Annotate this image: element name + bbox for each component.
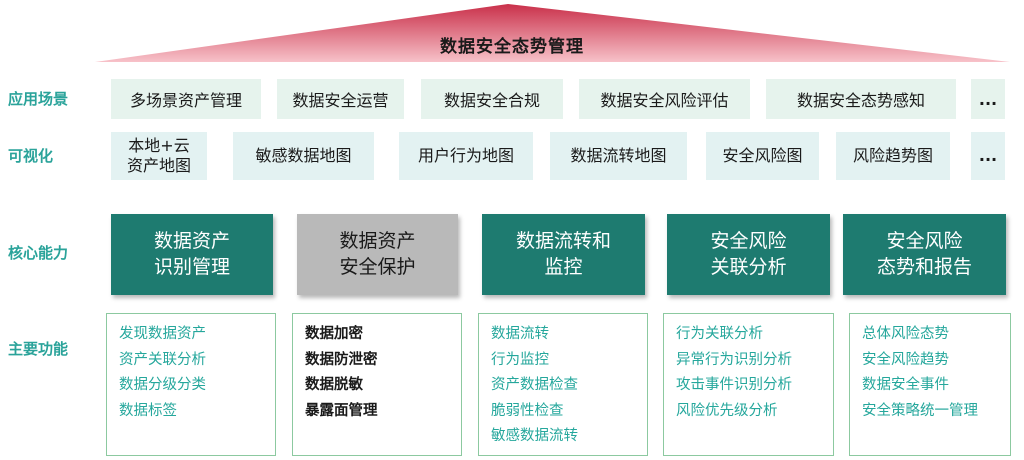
function-item: 资产数据检查 [491, 377, 578, 393]
function-item: 异常行为识别分析 [676, 351, 792, 368]
function-item: 敏感数据流转 [491, 428, 578, 444]
core-capability-label: 数据资产 安全保护 [339, 229, 416, 278]
scenario-item: 数据安全合规 [421, 79, 563, 119]
function-list: 数据加密 数据防泄密 数据脱敏 暴露面管理 [292, 313, 462, 456]
function-item: 资产关联分析 [119, 351, 206, 368]
function-item: 数据防泄密 [305, 351, 378, 368]
scenario-more: ... [971, 79, 1005, 119]
function-list: 总体风险态势 安全风险趋势 数据安全事件 安全策略统一管理 [849, 313, 1011, 456]
vis-item: 用户行为地图 [399, 132, 533, 180]
function-item: 安全策略统一管理 [862, 402, 978, 419]
roof-triangle [95, 4, 1010, 62]
function-item: 数据分级分类 [119, 377, 206, 393]
function-item: 攻击事件识别分析 [676, 377, 792, 393]
row-label-scenarios: 应用场景 [8, 90, 69, 108]
function-item: 数据加密 [305, 326, 363, 342]
vis-item: 本地+云 资产地图 [111, 132, 207, 180]
core-capability-box: 数据资产 安全保护 [297, 214, 458, 295]
function-list: 数据流转 行为监控 资产数据检查 脆弱性检查 敏感数据流转 [478, 313, 648, 456]
function-item: 暴露面管理 [305, 402, 378, 419]
vis-item: 数据流转地图 [550, 132, 687, 180]
vis-item: 风险趋势图 [836, 132, 950, 180]
diagram-title: 数据安全态势管理 [440, 37, 584, 57]
core-capability-box: 数据流转和 监控 [482, 214, 645, 295]
scenario-item: 数据安全风险评估 [579, 79, 750, 119]
function-item: 风险优先级分析 [676, 402, 778, 419]
function-item: 数据脱敏 [305, 377, 363, 393]
row-label-functions: 主要功能 [8, 340, 69, 358]
core-capability-label: 安全风险 态势和报告 [876, 229, 972, 278]
scenario-item: 数据安全态势感知 [766, 79, 956, 119]
function-item: 行为监控 [491, 351, 549, 368]
vis-item: 敏感数据地图 [233, 132, 374, 180]
function-item: 发现数据资产 [119, 326, 206, 342]
vis-item: 安全风险图 [706, 132, 819, 180]
function-item: 数据标签 [119, 402, 177, 419]
core-capability-box: 安全风险 态势和报告 [843, 214, 1006, 295]
function-item: 总体风险态势 [862, 326, 949, 342]
row-label-core: 核心能力 [8, 244, 69, 262]
function-item: 脆弱性检查 [491, 402, 564, 419]
vis-more: ... [971, 132, 1005, 180]
function-item: 数据安全事件 [862, 377, 949, 393]
core-capability-box: 安全风险 关联分析 [667, 214, 830, 295]
core-capability-label: 数据流转和 监控 [515, 229, 611, 278]
core-capability-label: 安全风险 关联分析 [710, 229, 787, 278]
core-capability-label: 数据资产 识别管理 [153, 229, 230, 278]
function-list: 行为关联分析 异常行为识别分析 攻击事件识别分析 风险优先级分析 [663, 313, 834, 456]
scenario-item: 多场景资产管理 [111, 79, 261, 119]
function-item: 安全风险趋势 [862, 351, 949, 368]
function-item: 数据流转 [491, 326, 549, 342]
function-item: 行为关联分析 [676, 326, 763, 342]
scenario-item: 数据安全运营 [277, 79, 404, 119]
core-capability-box: 数据资产 识别管理 [111, 214, 273, 295]
row-label-visualization: 可视化 [8, 147, 54, 165]
roof-banner [95, 4, 1010, 62]
function-list: 发现数据资产 资产关联分析 数据分级分类 数据标签 [106, 313, 276, 456]
